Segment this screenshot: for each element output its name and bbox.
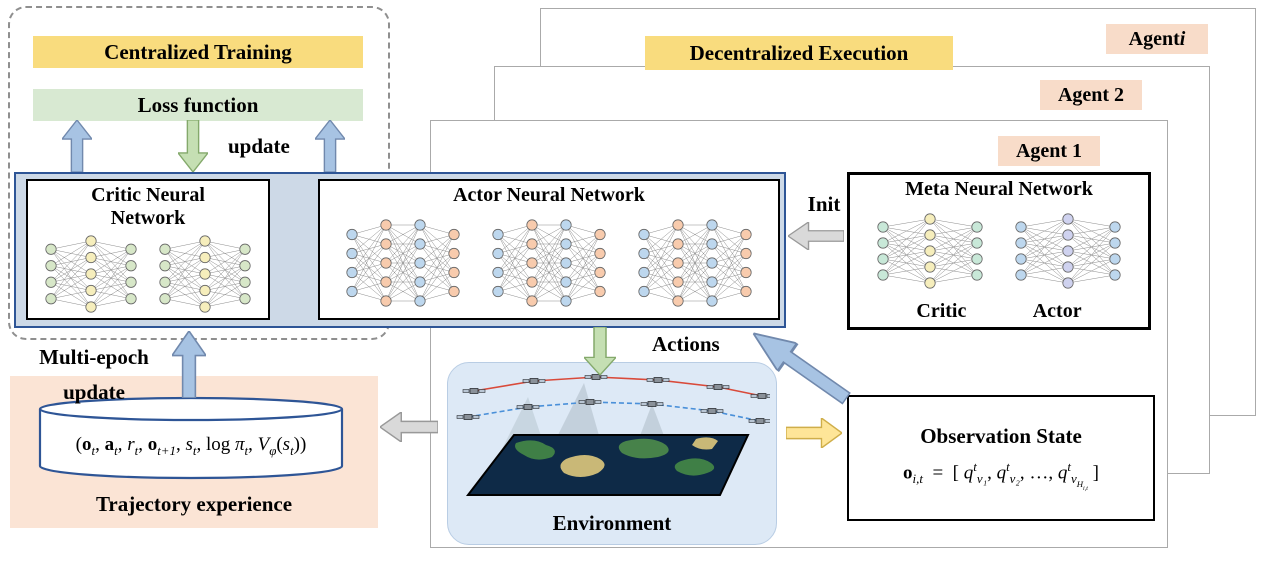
- replay-buffer-cylinder: (ot, at, rt, ot+1, st, log πt, Vφ(st)): [36, 396, 346, 482]
- meta-network-title: Meta Neural Network: [905, 178, 1093, 200]
- multi-epoch-update-label: Multi-epoch update: [18, 340, 170, 410]
- meta-critic-nn-diagram: [877, 212, 983, 289]
- arrow-observation-to-actor: [751, 331, 852, 406]
- multi-epoch-line2: update: [63, 380, 125, 404]
- agent-1-tag: Agent 1: [998, 136, 1100, 166]
- decentralized-execution-title: Decentralized Execution: [645, 36, 953, 70]
- arrow-env-to-trajectory: [380, 412, 438, 442]
- critic-network-box: Critic Neural Network: [26, 179, 270, 320]
- critic-nn-diagram-2: [159, 235, 251, 313]
- meta-network-box: Meta Neural Network Critic Actor: [847, 172, 1151, 330]
- training-networks-container: Critic Neural Network Actor Neural Netwo…: [14, 172, 786, 328]
- agent-i-tag: Agent i: [1106, 24, 1208, 54]
- arrow-actor-to-loss: [315, 120, 345, 172]
- actor-nn-diagram-1: [346, 218, 460, 307]
- actor-network-box: Actor Neural Network: [318, 179, 780, 320]
- meta-actor-nn-diagram: [1015, 212, 1121, 289]
- cylinder-shape: [38, 396, 344, 480]
- init-label: Init: [807, 192, 841, 216]
- actions-label: Actions: [652, 332, 720, 356]
- observation-state-box: Observation State oi,t = [ qtv₁, qtv₂, ……: [847, 395, 1155, 521]
- centralized-training-title: Centralized Training: [33, 36, 363, 68]
- arrow-loss-update-down: [178, 120, 208, 172]
- update-label: update: [228, 134, 290, 158]
- arrow-actions-down: [584, 327, 616, 375]
- observation-state-title: Observation State: [920, 424, 1082, 449]
- environment-label: Environment: [552, 511, 672, 535]
- meta-critic-label: Critic: [916, 300, 967, 322]
- environment-box: Environment: [447, 362, 777, 545]
- agent-2-tag: Agent 2: [1040, 80, 1142, 110]
- actor-nn-diagram-2: [492, 218, 606, 307]
- trajectory-formula: (ot, at, rt, ot+1, st, log πt, Vφ(st)): [75, 434, 307, 458]
- satellite-network-illustration: [456, 374, 770, 496]
- arrow-trajectory-to-critic: [172, 331, 206, 398]
- actor-networks: [320, 207, 778, 318]
- critic-nn-diagram-1: [45, 235, 137, 313]
- meta-actor-label: Actor: [1032, 300, 1082, 322]
- multi-epoch-line1: Multi-epoch: [39, 345, 149, 369]
- actor-nn-diagram-3: [638, 218, 752, 307]
- arrow-env-to-observation: [786, 418, 842, 448]
- critic-network-title: Critic Neural Network: [91, 184, 205, 229]
- actor-network-title: Actor Neural Network: [453, 184, 645, 206]
- critic-networks: [28, 230, 268, 318]
- loss-function-box: Loss function: [33, 89, 363, 121]
- trajectory-experience-label: Trajectory experience: [95, 492, 293, 516]
- arrow-critic-to-loss: [62, 120, 92, 172]
- arrow-init: [788, 222, 844, 250]
- observation-formula: oi,t = [ qtv₁, qtv₂, …, qtvHi,t ]: [903, 459, 1099, 492]
- meta-networks: [850, 201, 1148, 300]
